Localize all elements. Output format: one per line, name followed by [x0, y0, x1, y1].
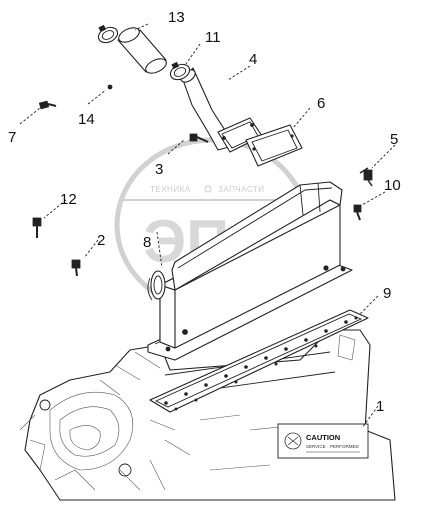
bolt-10: [353, 204, 362, 221]
caution-label: CAUTION SERVICE PERFORMED: [277, 423, 369, 459]
caution-line1: SERVICE: [306, 444, 326, 449]
engine-block: [19, 329, 396, 501]
washer-14: [107, 84, 113, 90]
watermark-mid-text: ЗАПЧАСТИ: [218, 185, 264, 194]
hose-clamp-top: [97, 24, 119, 44]
callout-2: 2: [97, 232, 105, 249]
bolt-12: [32, 217, 42, 238]
callout-12: 12: [60, 191, 77, 208]
callout-numbers: 1 2 3 4 5 6 7 8 9 10 12 11 13 14: [8, 9, 401, 415]
leader-lines: [19, 23, 396, 429]
callout-14: 14: [78, 111, 95, 128]
callout-8: 8: [143, 234, 151, 251]
caution-line2: PERFORMED: [330, 444, 360, 449]
bolt-2: [71, 259, 81, 277]
bolt-3: [189, 133, 209, 143]
bolt-7: [38, 100, 57, 110]
callout-6: 6: [317, 95, 325, 112]
intake-hose: [117, 27, 167, 74]
sensor-5: [359, 167, 373, 187]
fasteners: [32, 84, 373, 277]
callout-13: 13: [168, 9, 185, 26]
callout-4: 4: [249, 51, 257, 68]
intake-elbow: [180, 67, 263, 153]
callout-1: 1: [376, 398, 384, 415]
callout-7: 7: [8, 129, 16, 146]
flange-gasket: [245, 124, 303, 167]
callout-10: 10: [384, 177, 401, 194]
callout-5: 5: [390, 131, 398, 148]
callout-11: 11: [205, 29, 221, 46]
callout-9: 9: [383, 285, 391, 302]
caution-title: CAUTION: [306, 433, 340, 442]
watermark-top-text: ТЕХНИКА: [150, 185, 191, 194]
callout-3: 3: [155, 161, 163, 178]
hose-clamp-lower: [169, 61, 191, 81]
intake-manifold: [147, 181, 353, 361]
intake-gasket: [149, 309, 369, 413]
